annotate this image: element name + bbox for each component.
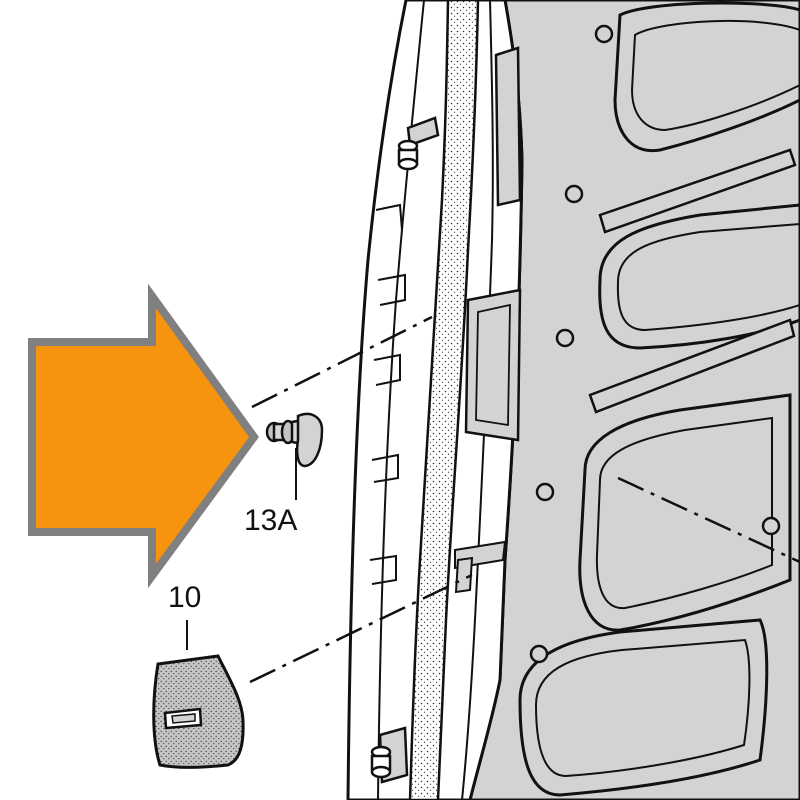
part-10-label: 10 bbox=[168, 581, 201, 614]
part-13a-label: 13A bbox=[244, 504, 297, 537]
part-10-foam-pad bbox=[152, 620, 245, 769]
door-inner-panel bbox=[468, 0, 800, 800]
assembly-leader-lines bbox=[249, 315, 800, 684]
part-13a-clip bbox=[265, 412, 324, 500]
orange-pointer-arrow-icon bbox=[28, 283, 259, 589]
door-frame-edge bbox=[346, 0, 524, 800]
